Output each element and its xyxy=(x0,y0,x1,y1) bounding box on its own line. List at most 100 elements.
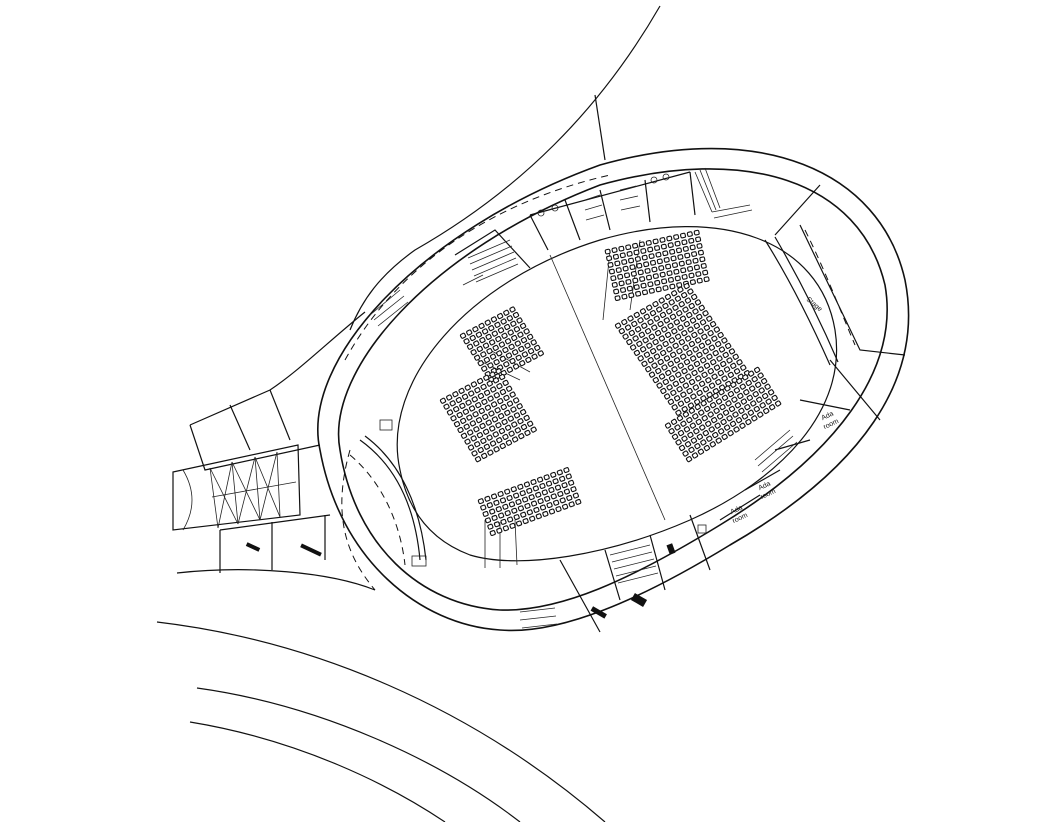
seat xyxy=(645,366,652,373)
seat xyxy=(751,376,758,383)
seat xyxy=(468,390,475,397)
seat xyxy=(479,337,486,344)
seat xyxy=(645,239,652,246)
seat xyxy=(707,330,714,337)
seat xyxy=(738,407,745,414)
seat xyxy=(530,479,537,486)
seat xyxy=(682,411,690,418)
seat xyxy=(633,249,640,256)
seat xyxy=(562,503,569,510)
seat xyxy=(755,381,762,388)
seat xyxy=(640,282,647,289)
seat xyxy=(673,268,680,275)
seat xyxy=(663,257,670,263)
seat xyxy=(522,496,529,503)
seat xyxy=(498,341,506,348)
seat xyxy=(703,276,710,283)
seat xyxy=(483,443,491,450)
seat xyxy=(668,337,676,344)
seat xyxy=(736,377,743,385)
seat xyxy=(521,351,529,358)
seat xyxy=(652,338,659,346)
seat xyxy=(638,241,645,248)
seat xyxy=(664,422,672,429)
seat xyxy=(683,320,690,328)
seat xyxy=(443,403,450,410)
seat xyxy=(504,323,511,331)
seat xyxy=(496,383,503,390)
seat xyxy=(683,282,690,290)
seat xyxy=(712,388,720,395)
seat-block xyxy=(664,366,782,463)
seat xyxy=(489,353,497,360)
seat xyxy=(629,344,637,351)
seat xyxy=(465,399,472,406)
seat xyxy=(481,398,488,405)
seat xyxy=(474,354,481,361)
seat xyxy=(557,490,564,497)
seat xyxy=(659,237,666,243)
seat xyxy=(455,396,463,404)
seat xyxy=(688,272,695,279)
seat xyxy=(510,320,517,327)
seat xyxy=(705,377,712,384)
seat xyxy=(730,381,737,388)
seat xyxy=(662,378,669,385)
seat xyxy=(725,400,732,407)
seat xyxy=(644,328,652,335)
seat xyxy=(499,388,507,396)
seat xyxy=(726,357,733,364)
seat xyxy=(637,355,644,362)
seat xyxy=(759,402,766,409)
seat xyxy=(678,444,686,452)
seat xyxy=(487,395,494,402)
seat xyxy=(469,334,476,342)
seat xyxy=(681,406,688,413)
seat xyxy=(463,423,470,430)
seat xyxy=(510,406,517,413)
seat xyxy=(484,495,491,502)
seat xyxy=(679,315,687,322)
seat xyxy=(639,308,647,315)
seat xyxy=(504,488,511,495)
seat xyxy=(691,452,699,459)
seat xyxy=(728,348,736,355)
seat xyxy=(658,335,666,342)
seat xyxy=(624,272,631,279)
seat xyxy=(691,293,698,301)
seat xyxy=(480,351,487,358)
seat xyxy=(751,415,758,422)
seat xyxy=(695,375,702,382)
seat xyxy=(680,391,687,398)
seat xyxy=(614,260,621,267)
seat xyxy=(480,383,487,390)
seat xyxy=(516,403,523,410)
seat xyxy=(554,484,562,491)
seat xyxy=(681,292,688,299)
seat xyxy=(485,419,492,426)
seat xyxy=(702,269,709,276)
seat xyxy=(520,409,527,416)
seat xyxy=(716,355,723,362)
seat xyxy=(648,287,655,294)
seat xyxy=(699,319,707,326)
seat xyxy=(543,474,550,481)
seat xyxy=(474,456,482,463)
seat xyxy=(525,356,532,363)
seat xyxy=(617,273,624,280)
seat xyxy=(491,330,498,337)
seat xyxy=(474,387,481,394)
seat-block xyxy=(439,368,537,463)
seat xyxy=(749,385,756,392)
seat xyxy=(621,293,628,300)
seat xyxy=(626,338,633,346)
seat xyxy=(556,469,563,476)
seat xyxy=(513,492,520,499)
seat xyxy=(495,336,502,343)
seat xyxy=(711,335,718,342)
seat xyxy=(698,409,705,416)
seat xyxy=(537,350,544,357)
seat xyxy=(722,409,730,416)
seat xyxy=(475,402,482,409)
seat xyxy=(535,513,542,520)
